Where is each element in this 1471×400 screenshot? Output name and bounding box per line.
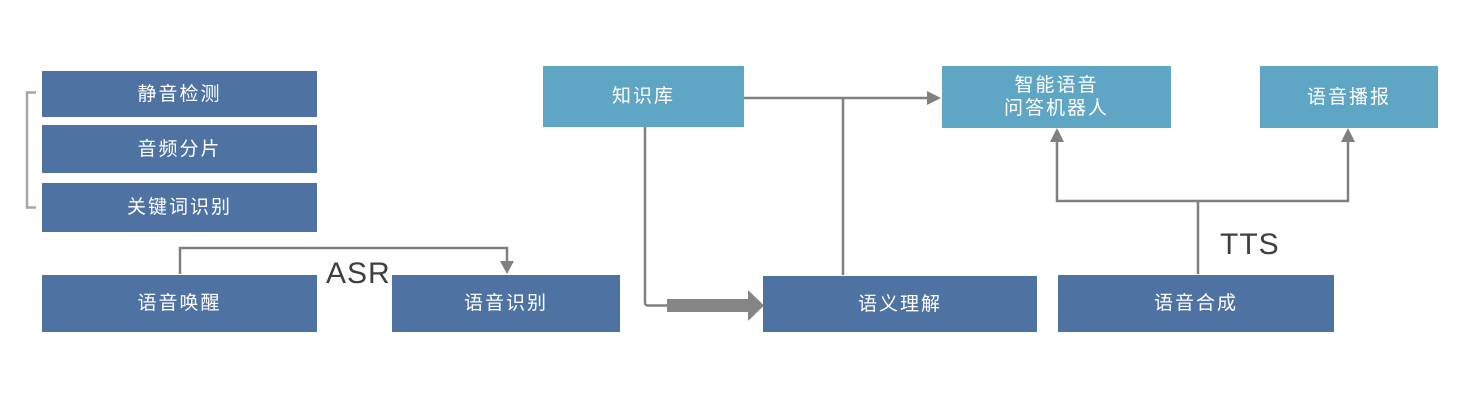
node-label: 静音检测 <box>137 83 222 105</box>
tts-branch-arrows <box>1050 128 1355 274</box>
node-silence-detection: 静音检测 <box>42 71 317 117</box>
node-voice-wakeup: 语音唤醒 <box>42 275 317 332</box>
node-label-line2: 问答机器人 <box>1003 98 1109 119</box>
left-bracket <box>25 91 36 209</box>
node-knowledge-base: 知识库 <box>543 66 744 127</box>
node-qa-robot: 智能语音 问答机器人 <box>942 66 1171 128</box>
node-label: 语音合成 <box>1153 293 1238 314</box>
knowledge-down-line <box>643 127 667 307</box>
node-voice-broadcast: 语音播报 <box>1260 66 1438 128</box>
arrowhead-down-icon <box>500 261 514 274</box>
node-speech-synthesis: 语音合成 <box>1058 275 1334 332</box>
node-speech-recognition: 语音识别 <box>392 275 620 332</box>
node-label: 语音唤醒 <box>137 293 222 314</box>
node-keyword-recognition: 关键词识别 <box>42 183 317 232</box>
node-label: 关键词识别 <box>126 197 232 218</box>
thick-arrow-to-semantic <box>667 290 764 321</box>
asr-edge-label: ASR <box>326 257 391 290</box>
node-label: 语音识别 <box>463 293 548 314</box>
node-label: 语义理解 <box>857 293 942 315</box>
node-label: 知识库 <box>611 86 675 107</box>
arrowhead-up-right-icon <box>1341 128 1355 142</box>
knowledge-to-robot-arrow <box>744 91 941 105</box>
node-label-line1: 智能语音 <box>1014 75 1099 96</box>
node-audio-slicing: 音频分片 <box>42 125 317 173</box>
arrowhead-up-left-icon <box>1050 128 1064 142</box>
node-semantic-understanding: 语义理解 <box>763 276 1037 332</box>
arrowhead-right-icon <box>927 91 941 105</box>
node-label: 语音播报 <box>1306 86 1391 108</box>
node-label: 音频分片 <box>137 138 222 160</box>
tts-edge-label: TTS <box>1220 228 1280 261</box>
asr-arrow <box>178 246 514 274</box>
